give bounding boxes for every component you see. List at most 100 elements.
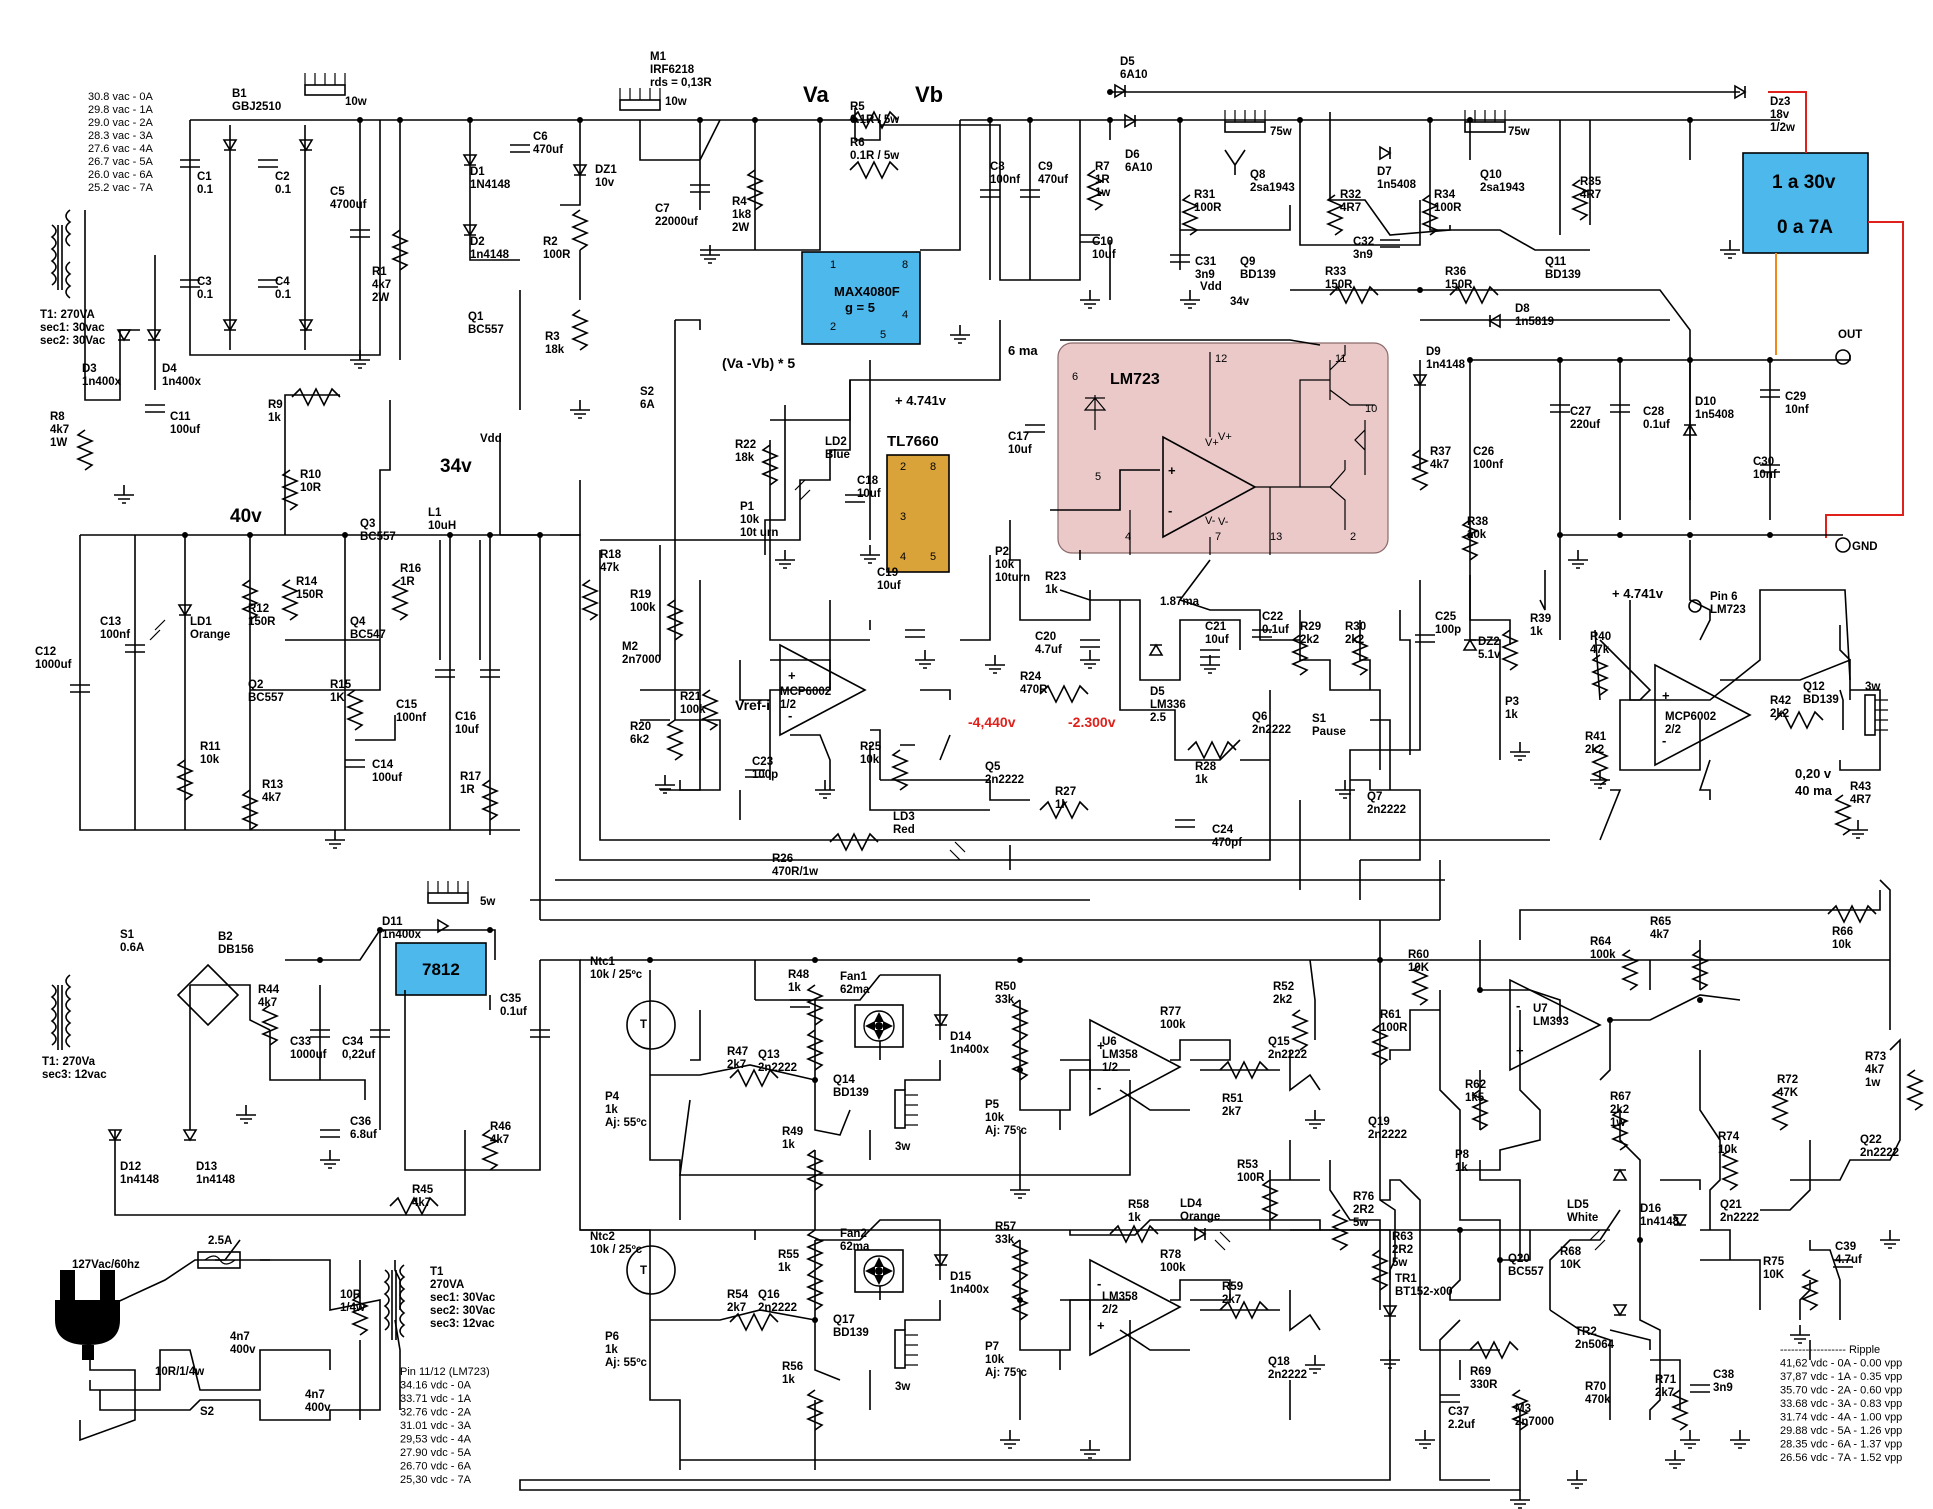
component-label-line: P3 [1505, 696, 1519, 708]
component-label-line: P5 [985, 1099, 1000, 1111]
component-label-q12w: 3w [1865, 681, 1880, 693]
ptable-row: 29,53 vdc - 4A [400, 1434, 472, 1446]
red-wire-right [1825, 221, 1904, 538]
component-label-line: 1n400x [162, 376, 202, 388]
component-label-line: 6.8uf [350, 1129, 377, 1141]
component-label-line: C7 [655, 203, 670, 215]
r24-resistor [1039, 684, 1089, 704]
component-label-line: R61 [1380, 1009, 1402, 1021]
component-label-line: LD4 [1180, 1198, 1202, 1210]
component-label-line: R31 [1194, 189, 1216, 201]
junction-dot [1177, 117, 1183, 123]
ntc2-t-mark: T [640, 1265, 647, 1277]
component-label-out: OUT [1838, 329, 1862, 341]
ground-symbol [1680, 1430, 1700, 1449]
vertical-resistor [75, 429, 95, 471]
net-34v: 34v [440, 456, 472, 477]
component-label-line: R8 [50, 411, 65, 423]
component-label-line: D7 [1377, 166, 1392, 178]
component-label-line: R60 [1408, 949, 1429, 961]
component-label-line: 2n2222 [1268, 1049, 1307, 1061]
component-label-line: R77 [1160, 1006, 1181, 1018]
component-label-line: 10R/1/4w [155, 1366, 204, 1378]
component-label-line: 0.1R / 5w [850, 114, 899, 126]
ttable-row: 30.8 vac - 0A [88, 91, 153, 103]
capacitor [480, 669, 500, 678]
fuse-icon [197, 1251, 241, 1269]
component-label-line: R28 [1195, 761, 1217, 773]
ground-symbol [325, 830, 345, 849]
component-label-line: R76 [1353, 1191, 1374, 1203]
net-4741v: + 4.741v [895, 393, 947, 408]
component-label-line: 10k [1832, 939, 1852, 951]
component-label-line: Blue [825, 449, 850, 461]
display-line1: 1 a 30v [1772, 172, 1836, 193]
junction-dot [1617, 532, 1623, 538]
component-label-line: 1n400x [382, 929, 422, 941]
r42-resistor [1774, 710, 1824, 730]
component-label-line: Q9 [1240, 256, 1255, 268]
ground-symbol [1180, 290, 1200, 309]
diodes [107, 83, 1747, 1318]
component-label-line: 100nf [990, 174, 1020, 186]
vertical-resistor [1260, 1179, 1280, 1221]
component-label-line: R55 [778, 1249, 800, 1261]
vertical-resistor [240, 579, 260, 621]
component-label-line: 10K [1763, 1269, 1785, 1281]
vertical-resistor [890, 749, 910, 791]
capacitor [530, 1029, 550, 1038]
component-label-line: BD139 [1803, 694, 1839, 706]
component-label-line: R11 [200, 741, 221, 753]
component-label-line: R16 [400, 563, 421, 575]
lm723-pin-13: 13 [1270, 531, 1282, 543]
component-label-line: 2n5064 [1575, 1339, 1615, 1351]
net-vdd-34v: 34v [1230, 296, 1250, 308]
vertical-resistor [1590, 744, 1610, 786]
vertical-resistor [570, 309, 590, 351]
component-label-line: 4R7 [1580, 189, 1601, 201]
component-label-line: 100nf [396, 712, 426, 724]
component-label-line: 4n7 [305, 1389, 325, 1401]
out-terminal [1835, 349, 1851, 365]
junction-dot [1017, 1297, 1023, 1303]
component-label-line: R34 [1434, 189, 1456, 201]
lm358-a-opamp [1089, 1018, 1182, 1117]
capacitor [1252, 629, 1272, 638]
component-label-line: 2k2 [1273, 994, 1292, 1006]
component-label-line: DB156 [218, 944, 254, 956]
component-label-line: MCP6002 [780, 686, 831, 698]
component-label-line: 10nf [1753, 469, 1777, 481]
component-label-line: C24 [1212, 824, 1234, 836]
capacitor [435, 669, 455, 678]
red-wire-top [1768, 91, 1807, 153]
component-label-line: 470R/1w [772, 866, 818, 878]
component-label-line: L1 [428, 507, 442, 519]
vertical-resistor [480, 779, 500, 821]
capacitor [320, 1129, 340, 1138]
capacitor [1080, 639, 1100, 648]
component-label-line: 4k7 [258, 997, 277, 1009]
tl7660-block [886, 454, 950, 573]
capacitor [180, 159, 200, 168]
component-label-line: 100p [752, 769, 778, 781]
component-label-q8w: 75w [1270, 126, 1292, 138]
r51-resistor [1219, 1060, 1269, 1080]
